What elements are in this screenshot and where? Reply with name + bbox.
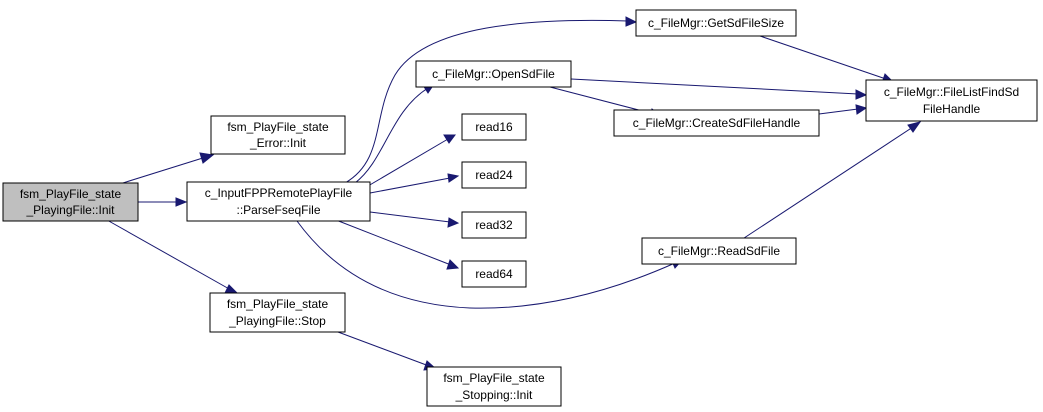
node-label-line: ::ParseFseqFile [236,203,320,217]
edge-parse-read24 [369,177,451,194]
node-root[interactable]: fsm_PlayFile_state _PlayingFile::Init [2,182,139,222]
node-label-line: c_FileMgr::ReadSdFile [658,244,780,258]
node-label-line: _Stopping::Init [455,388,533,402]
node-label-line: c_FileMgr::FileListFindSd [884,85,1019,99]
edge-opensd-findsd-arrowhead [855,89,868,100]
node-label-line: fsm_PlayFile_state [227,297,329,311]
node-error-init[interactable]: fsm_PlayFile_state _Error::Init [210,115,346,155]
node-box [186,181,371,222]
node-box [461,260,527,288]
node-label-line: c_FileMgr::OpenSdFile [432,67,555,81]
node-read32[interactable]: read32 [461,211,527,239]
edge-root-errinit [109,156,207,188]
node-label-line: c_FileMgr::CreateSdFileHandle [633,116,801,130]
node-playing-stop[interactable]: fsm_PlayFile_state _PlayingFile::Stop [209,292,346,333]
edge-parse-readsd [296,220,676,309]
edge-parse-read16 [367,138,449,187]
node-label-line: FileHandle [923,102,981,116]
node-label-line: _PlayingFile::Stop [228,314,326,328]
node-label-line: fsm_PlayFile_state [20,187,122,201]
edge-readsd-findsd-arrowhead [907,121,922,133]
node-box [461,113,527,141]
node-get-sd-file-size[interactable]: c_FileMgr::GetSdFileSize [635,9,797,37]
edge-parse-read16-arrowhead [443,134,456,144]
node-label-line: read64 [475,267,513,281]
node-create-sd-file-handle[interactable]: c_FileMgr::CreateSdFileHandle [613,109,820,137]
edges [106,16,922,371]
node-box [461,211,527,239]
edge-root-errinit-arrowhead [199,152,215,164]
node-box [635,9,797,37]
node-box [641,237,797,265]
node-box [426,366,562,407]
edge-parse-read64-arrowhead [446,259,460,270]
node-read16[interactable]: read16 [461,113,527,141]
node-box [415,60,572,88]
node-file-list-find-sd-file-handle[interactable]: c_FileMgr::FileListFindSd FileHandle [865,79,1038,122]
edge-root-stop [106,219,232,291]
edge-opensd-findsd [570,78,859,95]
edge-parse-getsize [344,19,629,184]
edge-getsize-findsd [759,35,887,80]
node-box [613,109,820,137]
node-box [461,161,527,189]
node-label-line: fsm_PlayFile_state [227,120,329,134]
node-label-line: read16 [475,120,513,134]
edge-createsd-findsd [818,108,859,115]
node-label-line: fsm_PlayFile_state [443,371,545,385]
edge-createsd-findsd-arrowhead [855,104,868,115]
edge-readsd-findsd [737,126,914,243]
edge-parse-getsize-arrowhead [625,16,638,27]
node-label-line: read32 [475,218,513,232]
edge-stop-stopinit [337,331,430,367]
node-read24[interactable]: read24 [461,161,527,189]
edge-parse-read64 [335,219,452,266]
edge-parse-read24-arrowhead [447,173,460,183]
node-label-line: c_FileMgr::GetSdFileSize [648,16,784,30]
node-box [2,182,139,222]
node-label-line: _PlayingFile::Init [25,203,115,217]
node-label-line: c_InputFPPRemotePlayFile [205,186,353,200]
node-label-line: _Error::Init [249,136,307,150]
edge-parse-read32-arrowhead [447,217,460,228]
edge-parse-opensd [354,87,429,184]
node-label-line: read24 [475,168,513,182]
node-read64[interactable]: read64 [461,260,527,288]
edge-parse-read32 [369,211,451,223]
node-box [210,115,346,155]
node-box [209,292,346,333]
node-parse-fseq-file[interactable]: c_InputFPPRemotePlayFile ::ParseFseqFile [186,181,371,222]
node-open-sd-file[interactable]: c_FileMgr::OpenSdFile [415,60,572,88]
edge-root-parse-arrowhead [175,197,188,207]
node-stopping-init[interactable]: fsm_PlayFile_state _Stopping::Init [426,366,562,407]
node-read-sd-file[interactable]: c_FileMgr::ReadSdFile [641,237,797,265]
node-box [865,79,1038,122]
